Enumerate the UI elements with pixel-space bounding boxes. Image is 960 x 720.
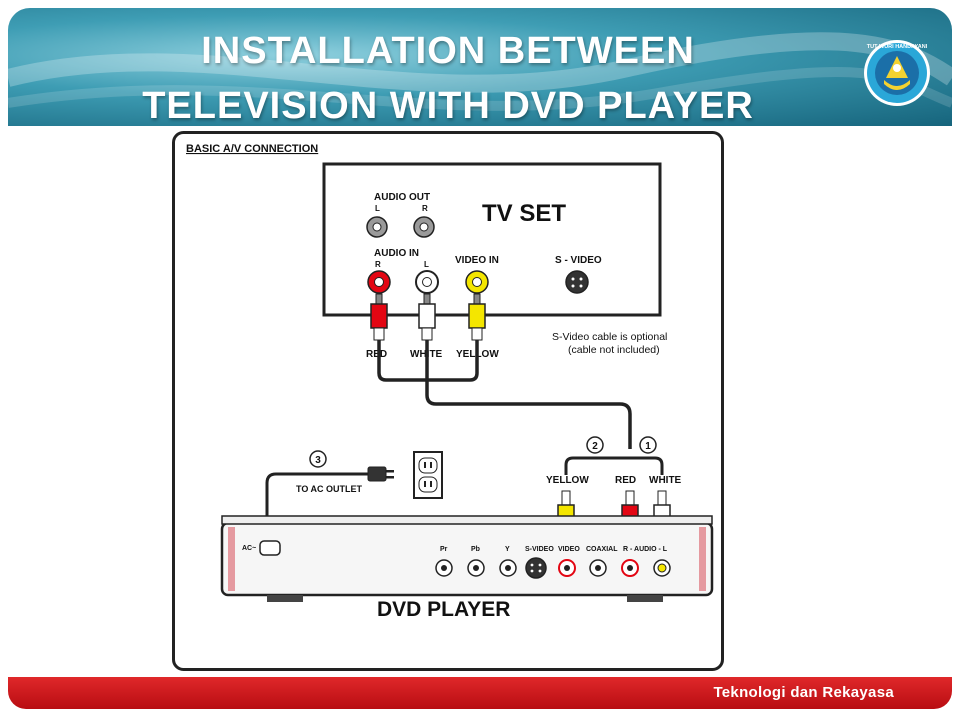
dvd-y-jack (499, 559, 517, 577)
audio-in-l-jack (415, 270, 439, 294)
tv-red-plug-label: RED (366, 349, 387, 360)
title-line-2: TELEVISION WITH DVD PLAYER (142, 85, 754, 126)
tv-red-plug (370, 293, 388, 341)
video-in-label: VIDEO IN (455, 255, 499, 266)
audio-out-r-label: R (422, 204, 428, 213)
dvd-audio-r-jack (621, 559, 639, 577)
tv-cable-bundle (377, 340, 632, 449)
power-plug (367, 466, 394, 482)
wall-outlet (413, 451, 443, 499)
dvd-pr-label: Pr (440, 546, 448, 553)
dvd-audio-l-jack (653, 559, 671, 577)
connection-diagram: BASIC A/V CONNECTION TV SET AUDIO OUT L … (172, 131, 724, 671)
dvd-svideo-label: S-VIDEO (525, 546, 554, 553)
dvd-y-label: Y (505, 546, 510, 553)
tv-yellow-plug (468, 293, 486, 341)
dvd-coaxial-label: COAXIAL (586, 546, 618, 553)
dvd-cable-bracket (564, 456, 664, 475)
tv-set-title: TV SET (482, 200, 566, 227)
dvd-ac-label: AC~ (242, 545, 256, 552)
dvd-audio-label: R - AUDIO - L (623, 546, 668, 553)
footer-bar: Teknologi dan Rekayasa (8, 677, 952, 709)
footer-text: Teknologi dan Rekayasa (713, 684, 894, 701)
audio-in-r-label: R (375, 260, 381, 269)
dvd-pb-label: Pb (471, 546, 480, 553)
audio-in-l-label: L (424, 260, 429, 269)
dvd-yellow-plug-label: YELLOW (546, 475, 589, 486)
step-3-badge (309, 450, 327, 468)
tv-set-panel (322, 162, 662, 317)
audio-out-label: AUDIO OUT (374, 192, 430, 203)
dvd-pb-jack (467, 559, 485, 577)
dvd-player-title: DVD PLAYER (377, 598, 510, 621)
step-2-number: 2 (592, 441, 598, 452)
dvd-pr-jack (435, 559, 453, 577)
tut-wuri-handayani-emblem-icon: TUT WURI HANDAYANI (864, 40, 930, 106)
diagram-heading: BASIC A/V CONNECTION (186, 143, 318, 155)
dvd-white-plug-label: WHITE (649, 475, 682, 486)
dvd-coaxial-jack (589, 559, 607, 577)
tv-white-plug (418, 293, 436, 341)
audio-out-l-jack (366, 216, 388, 238)
audio-out-l-label: L (375, 204, 380, 213)
ac-outlet-label: TO AC OUTLET (296, 484, 362, 494)
step-1-number: 1 (645, 441, 651, 452)
audio-in-r-jack (367, 270, 391, 294)
header-banner: INSTALLATION BETWEEN TELEVISION WITH DVD… (8, 8, 952, 126)
tv-svideo-label: S - VIDEO (555, 255, 602, 266)
svideo-note-line-1: S-Video cable is optional (552, 331, 667, 343)
dvd-video-jack (558, 559, 576, 577)
dvd-red-plug-label: RED (615, 475, 636, 486)
step-1-badge (639, 436, 657, 454)
audio-out-r-jack (413, 216, 435, 238)
tv-svideo-jack (565, 270, 589, 294)
title-line-1: INSTALLATION BETWEEN (201, 30, 695, 72)
video-in-jack (465, 270, 489, 294)
step-3-number: 3 (315, 455, 321, 466)
power-cord (265, 472, 368, 543)
dvd-svideo-jack (525, 557, 547, 579)
audio-in-label: AUDIO IN (374, 248, 419, 259)
dvd-ac-socket (259, 540, 281, 556)
page-title: INSTALLATION BETWEEN TELEVISION WITH DVD… (48, 24, 848, 126)
step-2-badge (586, 436, 604, 454)
svideo-note-line-2: (cable not included) (568, 344, 660, 356)
logo-text: TUT WURI HANDAYANI (867, 44, 928, 50)
dvd-player-body (220, 515, 714, 602)
dvd-video-label: VIDEO (558, 546, 580, 553)
